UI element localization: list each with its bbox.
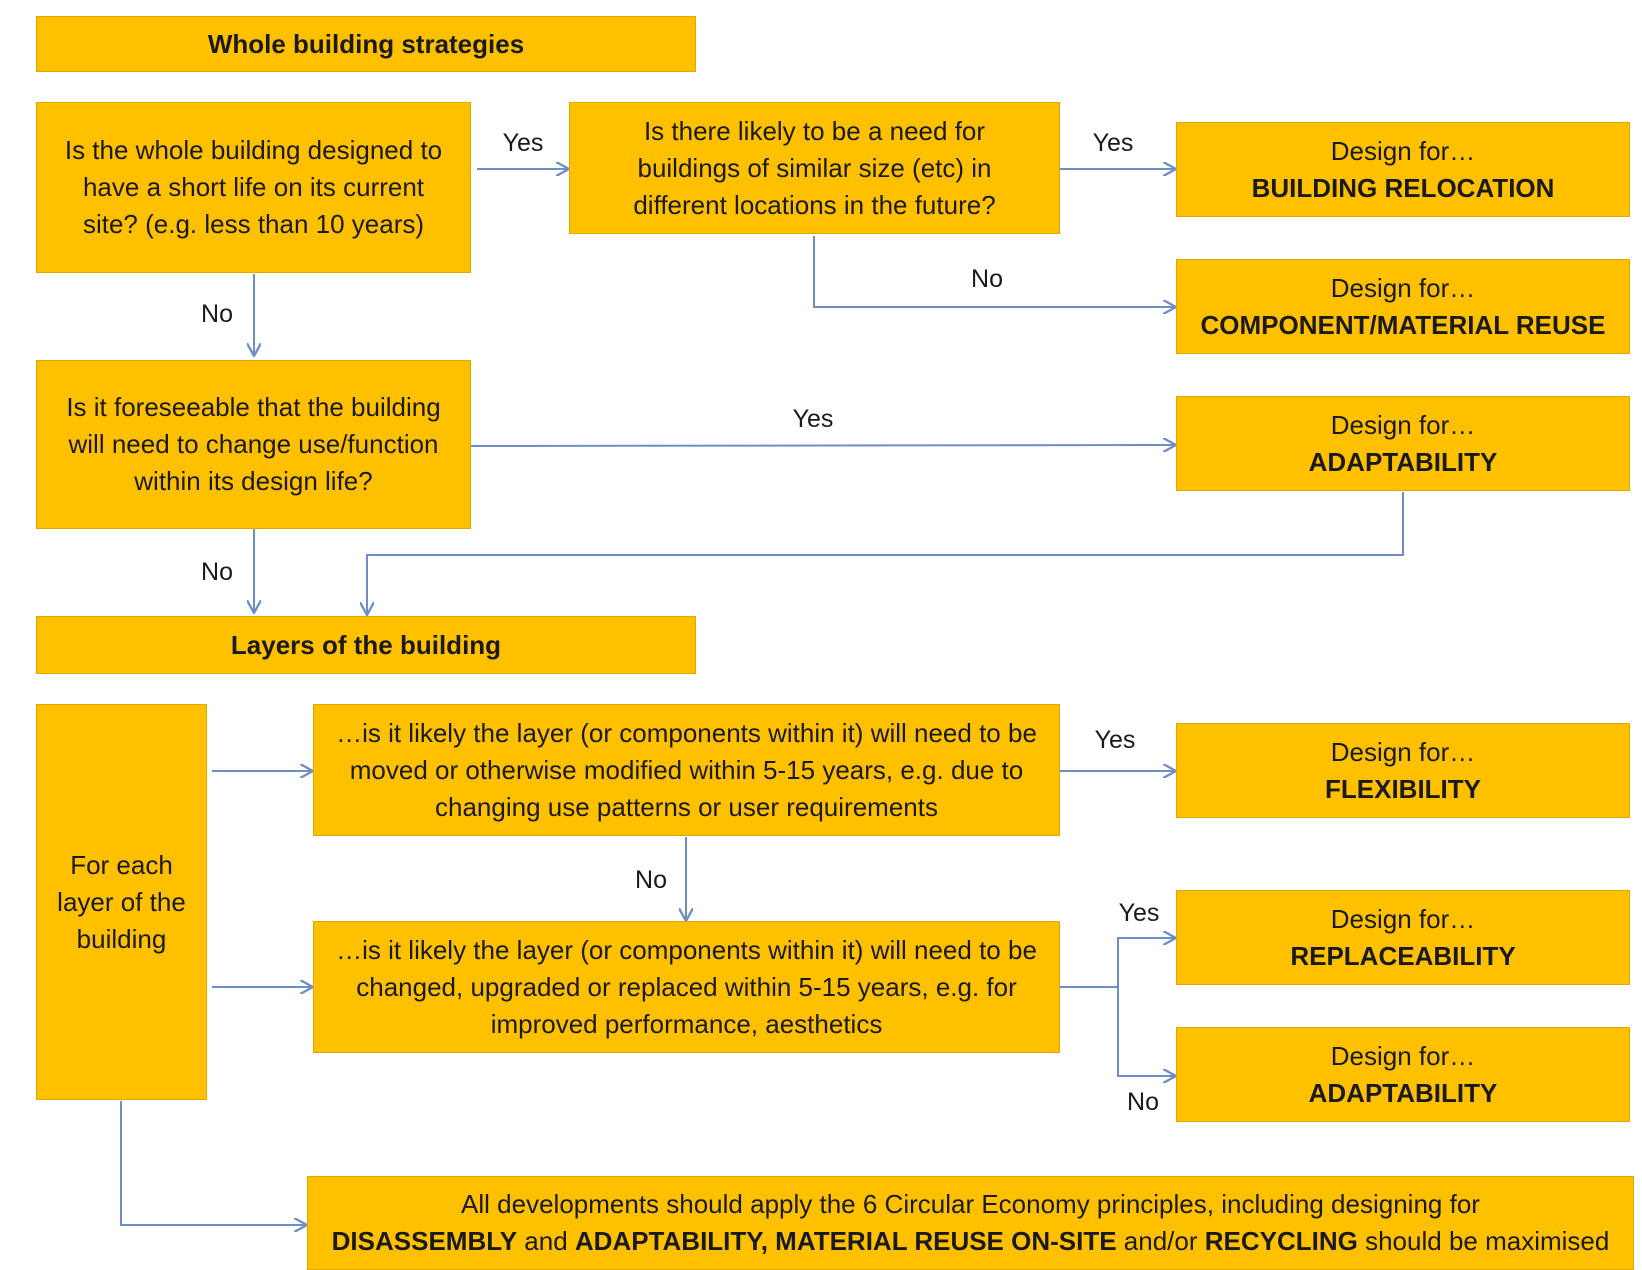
label-no-q5: No	[1127, 1088, 1159, 1116]
outcome-prefix: Design for…	[1330, 736, 1476, 767]
final-line-2: DISASSEMBLY and ADAPTABILITY, MATERIAL R…	[332, 1223, 1610, 1260]
label-yes-q3: Yes	[792, 405, 834, 433]
label-yes-q2: Yes	[1092, 129, 1134, 157]
outcome-prefix: Design for…	[1330, 272, 1476, 303]
label-no-q4: No	[635, 866, 667, 894]
outcome-title: FLEXIBILITY	[1325, 773, 1481, 804]
arrow-q2-no	[813, 236, 1176, 307]
outcome-replaceability: Design for… REPLACEABILITY	[1176, 890, 1630, 985]
outcome-building-relocation: Design for… BUILDING RELOCATION	[1176, 122, 1630, 217]
each-layer-text: For each layer of the building	[57, 849, 186, 954]
outcome-component-reuse: Design for… COMPONENT/MATERIAL REUSE	[1176, 259, 1630, 354]
arrow-adapt-return	[367, 492, 1404, 615]
final-adaptability-reuse: ADAPTABILITY, MATERIAL REUSE ON-SITE	[574, 1226, 1117, 1256]
outcome-title: ADAPTABILITY	[1308, 446, 1498, 477]
label-no-q2: No	[971, 265, 1003, 293]
outcome-prefix: Design for…	[1330, 135, 1476, 166]
outcome-title: REPLACEABILITY	[1290, 940, 1516, 971]
question-changed-replaced-text: …is it likely the layer (or components w…	[336, 934, 1037, 1039]
header-layers: Layers of the building	[36, 616, 696, 674]
question-moved-modified: …is it likely the layer (or components w…	[313, 704, 1060, 836]
outcome-title: ADAPTABILITY	[1308, 1077, 1498, 1108]
question-change-use: Is it foreseeable that the building will…	[36, 360, 471, 529]
question-change-use-text: Is it foreseeable that the building will…	[66, 392, 441, 496]
outcome-adaptability-whole: Design for… ADAPTABILITY	[1176, 396, 1630, 491]
outcome-prefix: Design for…	[1330, 903, 1476, 934]
label-yes-q1: Yes	[502, 129, 544, 157]
each-layer-box: For each layer of the building	[36, 704, 207, 1100]
label-yes-q5: Yes	[1118, 899, 1160, 927]
header-layers-text: Layers of the building	[230, 629, 502, 660]
header-whole-building: Whole building strategies	[36, 16, 696, 72]
circular-economy-box: All developments should apply the 6 Circ…	[307, 1176, 1634, 1270]
question-moved-modified-text: …is it likely the layer (or components w…	[336, 717, 1037, 822]
arrow-q5-yes	[1117, 938, 1176, 987]
question-changed-replaced: …is it likely the layer (or components w…	[313, 921, 1060, 1053]
outcome-adaptability-layer: Design for… ADAPTABILITY	[1176, 1027, 1630, 1122]
header-whole-building-text: Whole building strategies	[207, 28, 525, 59]
arrow-each-to-final	[120, 1101, 307, 1225]
final-tail: should be maximised	[1357, 1226, 1610, 1256]
outcome-flexibility: Design for… FLEXIBILITY	[1176, 723, 1630, 818]
outcome-title: COMPONENT/MATERIAL REUSE	[1200, 309, 1606, 340]
final-line-1: All developments should apply the 6 Circ…	[461, 1189, 1480, 1219]
outcome-prefix: Design for…	[1330, 1040, 1476, 1071]
final-recycling: RECYCLING	[1204, 1226, 1358, 1256]
outcome-title: BUILDING RELOCATION	[1251, 172, 1555, 203]
final-and-1: and	[517, 1226, 575, 1256]
question-short-life: Is the whole building designed to have a…	[36, 102, 471, 273]
arrow-q5-no	[1117, 987, 1176, 1076]
question-similar-buildings-text: Is there likely to be a need for buildin…	[633, 115, 996, 220]
arrow-q3-yes	[470, 445, 1176, 446]
label-no-q1: No	[201, 300, 233, 328]
final-and-or: and/or	[1116, 1226, 1205, 1256]
label-no-q3: No	[201, 558, 233, 586]
question-similar-buildings: Is there likely to be a need for buildin…	[569, 102, 1060, 234]
final-disassembly: DISASSEMBLY	[331, 1226, 518, 1256]
outcome-prefix: Design for…	[1330, 409, 1476, 440]
label-yes-q4: Yes	[1094, 726, 1136, 754]
question-short-life-text: Is the whole building designed to have a…	[64, 135, 443, 239]
